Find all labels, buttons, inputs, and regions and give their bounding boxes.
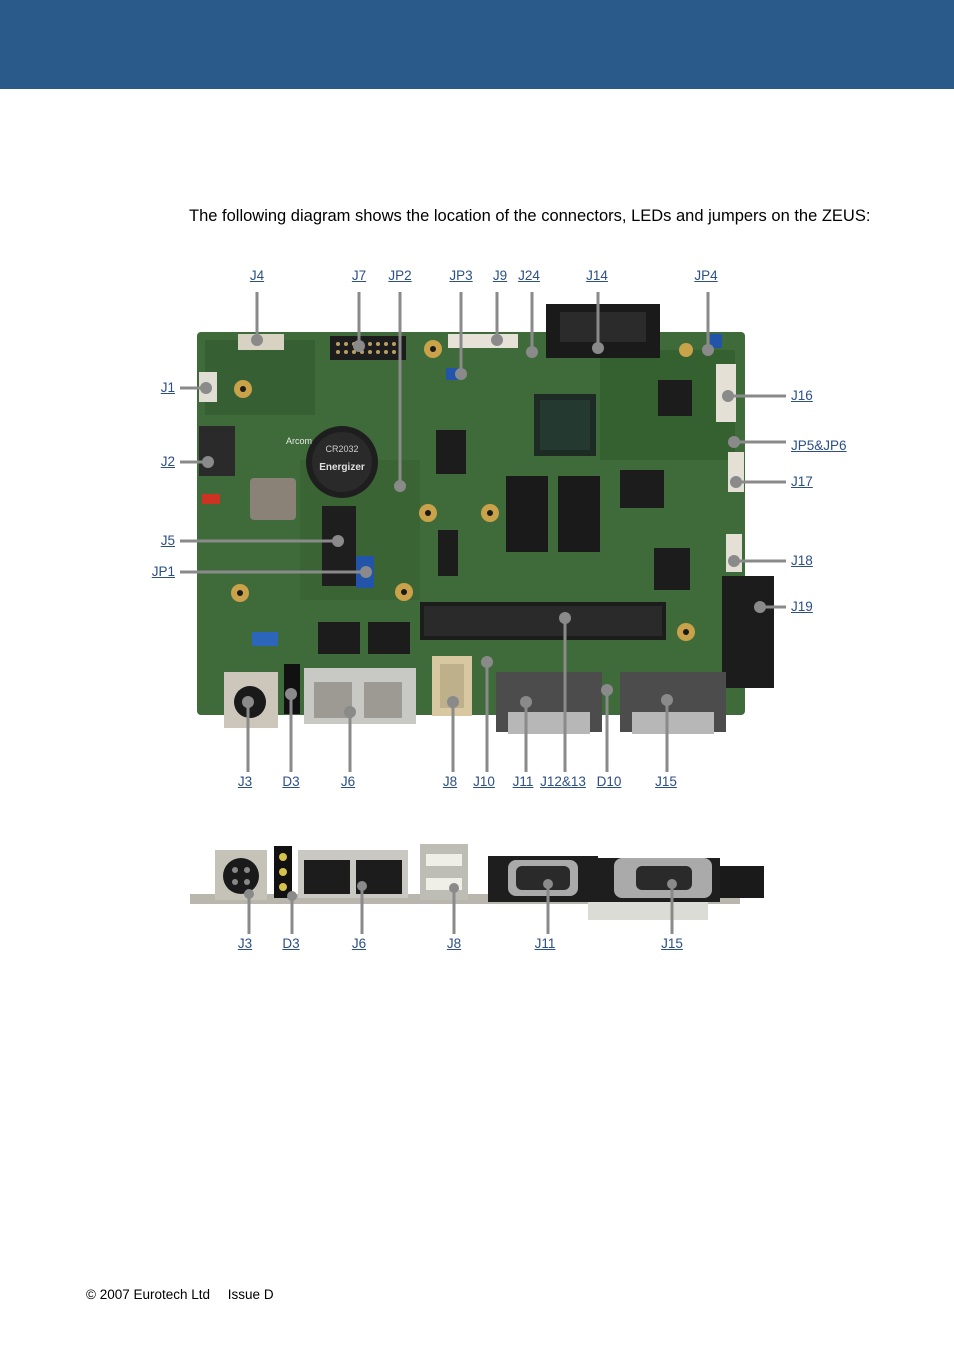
label-d3[interactable]: D3 (282, 774, 300, 789)
jp4-jumper (710, 334, 722, 348)
label-j2[interactable]: J2 (160, 454, 175, 469)
side-label-j3[interactable]: J3 (237, 936, 253, 951)
label-j6[interactable]: J6 (340, 774, 356, 789)
label-j19[interactable]: J19 (791, 599, 813, 614)
j7-header (330, 336, 406, 360)
board-top-view: CR2032 Energizer Arcom (197, 304, 774, 734)
label-jp1[interactable]: JP1 (151, 564, 175, 579)
label-j17[interactable]: J17 (791, 474, 813, 489)
j2-connector (199, 426, 235, 476)
intro-paragraph: The following diagram shows the location… (189, 207, 871, 225)
side-label-j11[interactable]: J11 (534, 936, 556, 951)
label-j16[interactable]: J16 (791, 388, 813, 403)
label-jp3[interactable]: JP3 (449, 268, 473, 283)
jumper (252, 632, 278, 646)
side-label-j15[interactable]: J15 (661, 936, 683, 951)
label-j18[interactable]: J18 (791, 553, 813, 568)
label-jp2[interactable]: JP2 (388, 268, 412, 283)
side-j8-usb (420, 844, 468, 900)
label-j15[interactable]: J15 (655, 774, 677, 789)
j14-slot (560, 312, 646, 342)
inductor (250, 478, 296, 520)
label-j7[interactable]: J7 (351, 268, 367, 283)
chip (318, 622, 360, 654)
ram-chip (558, 476, 600, 552)
board-side-view (190, 844, 764, 920)
label-j11[interactable]: J11 (512, 774, 534, 789)
label-jp5-jp6[interactable]: JP5&JP6 (791, 438, 847, 453)
chip (654, 548, 690, 590)
side-label-d3[interactable]: D3 (282, 936, 300, 951)
label-j9[interactable]: J9 (492, 268, 508, 283)
chip (620, 470, 664, 508)
j19-header (722, 576, 774, 688)
s1-switch (202, 494, 220, 504)
side-connector (720, 866, 764, 898)
label-j12-j13[interactable]: J12&13 (540, 774, 586, 789)
label-d10[interactable]: D10 (596, 774, 622, 789)
pcb-region (205, 340, 315, 415)
label-j10[interactable]: J10 (473, 774, 495, 789)
side-label-j6[interactable]: J6 (351, 936, 367, 951)
label-j5[interactable]: J5 (160, 533, 175, 548)
chip (368, 622, 410, 654)
battery-type-text: CR2032 (325, 444, 358, 454)
chip (438, 530, 458, 576)
leader-lines (180, 292, 786, 934)
label-j14[interactable]: J14 (586, 268, 608, 283)
j9-connector (448, 334, 518, 348)
chip (658, 380, 692, 416)
label-j8[interactable]: J8 (442, 774, 458, 789)
label-jp4[interactable]: JP4 (694, 268, 718, 283)
battery-brand-text: Energizer (319, 462, 365, 473)
page-footer: © 2007 Eurotech Ltd Issue D (86, 1287, 288, 1302)
footer-issue: Issue D (227, 1287, 274, 1302)
footer-copyright: © 2007 Eurotech Ltd (86, 1287, 211, 1302)
label-j24[interactable]: J24 (518, 268, 540, 283)
label-j3[interactable]: J3 (237, 774, 253, 789)
board-diagram: CR2032 Energizer Arcom (180, 292, 786, 934)
side-label-j8[interactable]: J8 (446, 936, 462, 951)
label-j1[interactable]: J1 (160, 380, 175, 395)
board-logo-text: Arcom (286, 436, 312, 446)
label-j4[interactable]: J4 (249, 268, 265, 283)
header-bar (0, 0, 954, 89)
chip (436, 430, 466, 474)
ram-chip (506, 476, 548, 552)
